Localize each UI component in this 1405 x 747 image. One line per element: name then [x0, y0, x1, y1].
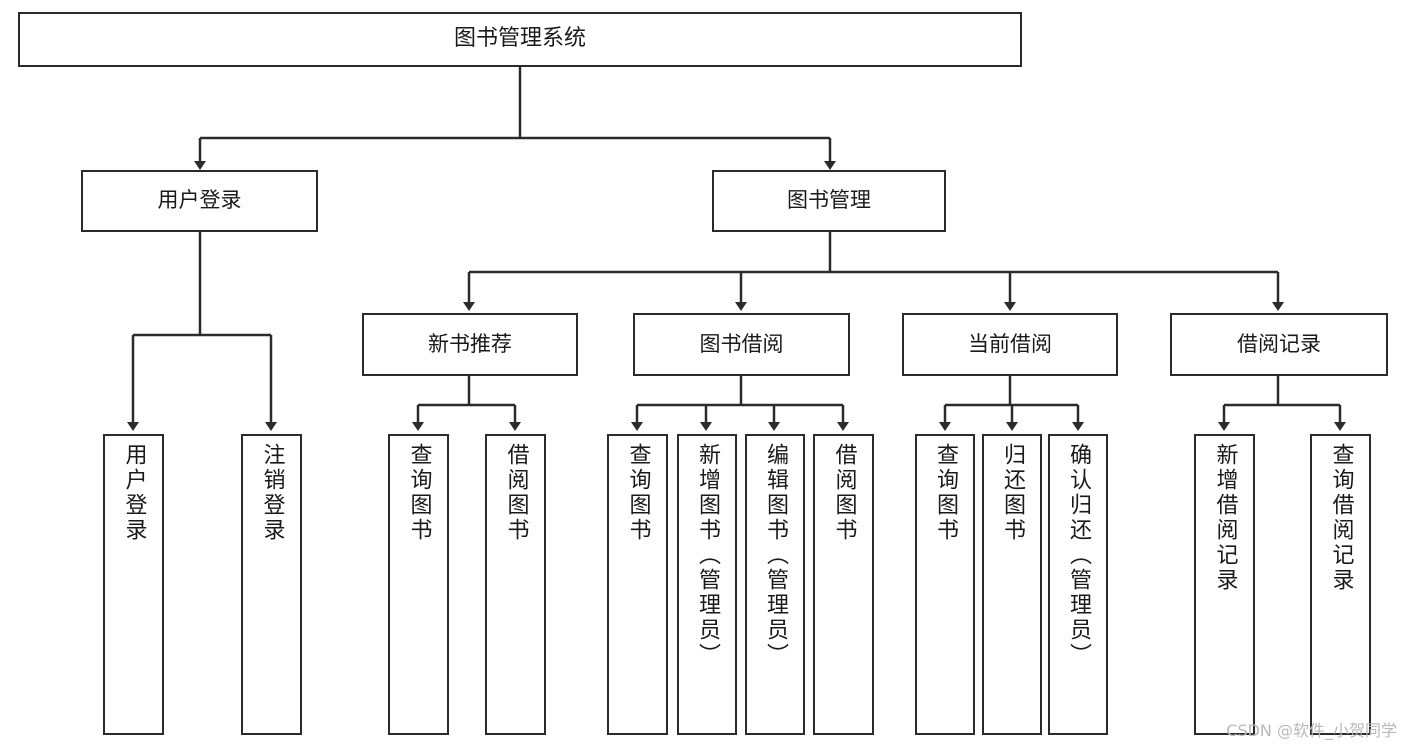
node-leaf-borrow-book[interactable]: 借阅图书 — [813, 434, 874, 735]
node-leaf-logout-label: 注销登录 — [259, 443, 285, 543]
node-leaf-query-book-recommend-label: 查询图书 — [406, 443, 432, 543]
node-current-borrow-label: 当前借阅 — [968, 331, 1052, 356]
node-book-management-label: 图书管理 — [787, 188, 871, 213]
node-leaf-user-login-label: 用户登录 — [121, 443, 147, 543]
node-book-borrow[interactable]: 图书借阅 — [633, 313, 850, 376]
node-leaf-query-borrow-record-label: 查询借阅记录 — [1328, 443, 1354, 593]
node-new-book-recommend[interactable]: 新书推荐 — [362, 313, 578, 376]
node-book-management[interactable]: 图书管理 — [712, 170, 946, 232]
node-root[interactable]: 图书管理系统 — [18, 12, 1022, 67]
node-leaf-add-book-admin-label: 新增图书（管理员） — [695, 443, 720, 668]
node-borrow-records-label: 借阅记录 — [1237, 331, 1321, 356]
node-leaf-logout[interactable]: 注销登录 — [241, 434, 302, 735]
node-user-login[interactable]: 用户登录 — [81, 170, 318, 232]
node-leaf-edit-book-admin-label: 编辑图书（管理员） — [763, 443, 788, 668]
node-leaf-add-borrow-record-label: 新增借阅记录 — [1212, 443, 1238, 593]
node-user-login-label: 用户登录 — [157, 188, 242, 213]
node-borrow-records[interactable]: 借阅记录 — [1170, 313, 1388, 376]
node-leaf-return-book-label: 归还图书 — [1000, 443, 1025, 543]
node-leaf-query-borrow-record[interactable]: 查询借阅记录 — [1310, 434, 1371, 735]
node-leaf-add-borrow-record[interactable]: 新增借阅记录 — [1194, 434, 1255, 735]
node-leaf-return-book[interactable]: 归还图书 — [982, 434, 1042, 735]
node-leaf-add-book-admin[interactable]: 新增图书（管理员） — [677, 434, 737, 735]
node-leaf-borrow-book-recommend[interactable]: 借阅图书 — [485, 434, 546, 735]
node-current-borrow[interactable]: 当前借阅 — [902, 313, 1118, 376]
node-leaf-query-book-recommend[interactable]: 查询图书 — [388, 434, 449, 735]
node-root-label: 图书管理系统 — [453, 26, 586, 52]
node-leaf-user-login[interactable]: 用户登录 — [103, 434, 164, 735]
node-leaf-edit-book-admin[interactable]: 编辑图书（管理员） — [745, 434, 805, 735]
node-leaf-borrow-book-recommend-label: 借阅图书 — [503, 443, 529, 543]
node-new-book-recommend-label: 新书推荐 — [428, 331, 512, 356]
node-leaf-query-book-borrow[interactable]: 查询图书 — [607, 434, 668, 735]
node-leaf-query-book-current-label: 查询图书 — [933, 443, 958, 543]
node-leaf-query-book-borrow-label: 查询图书 — [625, 443, 651, 543]
node-leaf-query-book-current[interactable]: 查询图书 — [915, 434, 975, 735]
watermark: CSDN @软件_小贺同学 — [1226, 721, 1397, 740]
node-leaf-confirm-return-admin-label: 确认归还（管理员） — [1066, 443, 1091, 668]
node-book-borrow-label: 图书借阅 — [699, 331, 784, 356]
node-leaf-confirm-return-admin[interactable]: 确认归还（管理员） — [1048, 434, 1108, 735]
node-leaf-borrow-book-label: 借阅图书 — [831, 443, 857, 543]
